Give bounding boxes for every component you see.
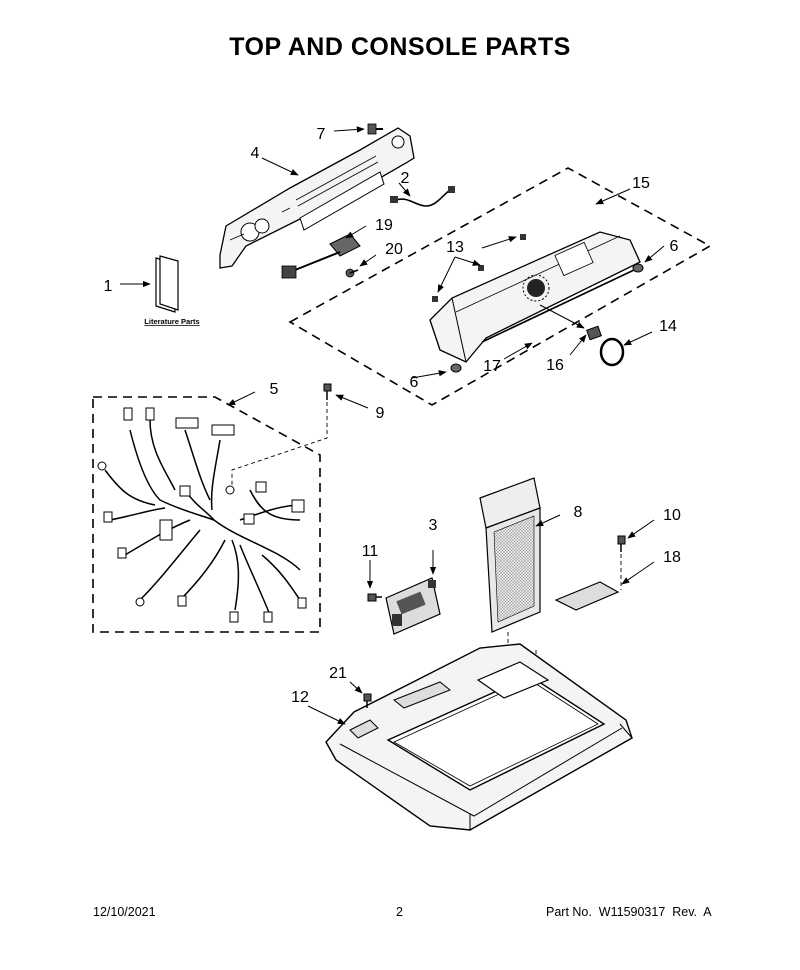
callout-9: 9 <box>376 405 385 422</box>
console-assembly-dashed-outline <box>288 167 712 406</box>
screw-21-part <box>363 693 372 708</box>
callout-12: 12 <box>291 689 309 706</box>
callout-10: 10 <box>663 507 681 524</box>
knob-ring-14-part <box>599 337 625 367</box>
callout-numbers: 1 2 3 4 5 6 6 7 8 9 10 11 12 13 14 15 16… <box>104 126 681 706</box>
callout-1: 1 <box>104 278 113 295</box>
screw-11-part <box>367 593 382 602</box>
clip-13-part <box>520 234 526 240</box>
callout-4: 4 <box>251 145 260 162</box>
bracket-18-part <box>554 581 620 611</box>
screw-10-part <box>617 535 626 590</box>
callout-3: 3 <box>429 517 438 534</box>
callout-6a: 6 <box>670 238 679 255</box>
wire-harness-dashed-outline <box>92 396 321 633</box>
lint-screen-8-part <box>479 477 541 633</box>
harness-connectors <box>97 407 307 623</box>
callout-21: 21 <box>329 665 347 682</box>
callout-2: 2 <box>401 170 410 187</box>
end-cap-6-part <box>450 363 462 373</box>
console-front-panel-part <box>429 231 641 363</box>
knob-insert-16-part <box>586 325 602 341</box>
callout-5: 5 <box>270 381 279 398</box>
footer-page-number: 2 <box>396 905 403 919</box>
clip-13-part <box>478 265 484 271</box>
dryer-top-12-part <box>325 643 633 831</box>
callout-20: 20 <box>385 241 403 258</box>
callout-17: 17 <box>483 358 501 375</box>
callout-arrows <box>120 126 665 725</box>
callout-14: 14 <box>659 318 677 335</box>
footer-date: 12/10/2021 <box>93 905 156 919</box>
screw-20-part <box>345 268 359 278</box>
callout-11: 11 <box>362 543 379 560</box>
literature-booklet-part <box>155 255 179 313</box>
wire-harness-part <box>104 419 301 616</box>
console-back-panel-part <box>219 127 415 269</box>
control-board-3-part <box>385 577 441 635</box>
callout-15: 15 <box>632 175 650 192</box>
end-cap-6-part <box>632 263 644 273</box>
wire-connector-part <box>390 196 398 203</box>
callout-6b: 6 <box>410 374 419 391</box>
callout-7: 7 <box>317 126 326 143</box>
wire-connector-part <box>448 186 455 193</box>
callout-13: 13 <box>446 239 464 256</box>
callout-8: 8 <box>574 504 583 521</box>
callout-19: 19 <box>375 217 393 234</box>
wire-2-part <box>395 189 451 207</box>
screw-9-part <box>231 383 332 486</box>
callout-16: 16 <box>546 357 564 374</box>
footer-part-info: Part No. W11590317 Rev. A <box>546 905 712 919</box>
callout-18: 18 <box>663 549 681 566</box>
screw-7-part <box>367 123 383 135</box>
page-title: TOP AND CONSOLE PARTS <box>229 33 571 61</box>
literature-parts-label: Literature Parts <box>144 317 199 326</box>
clip-13-part <box>432 296 438 302</box>
switch-19-part <box>281 233 361 279</box>
